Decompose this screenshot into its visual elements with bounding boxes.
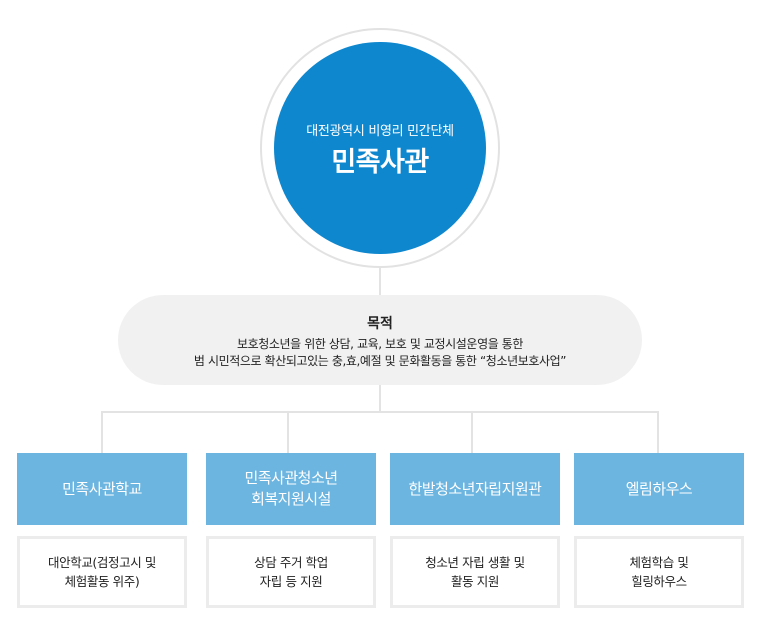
connector-branch-3 <box>471 411 473 453</box>
center-title: 민족사관 <box>331 147 429 178</box>
program-name-4: 엘림하우스 <box>625 479 693 498</box>
center-circle: 대전광역시 비영리 민간단체 민족사관 <box>274 42 486 254</box>
purpose-box: 목적 보호청소년을 위한 상담, 교육, 보호 및 교정시설운영을 통한 범 시… <box>118 295 642 385</box>
purpose-line-2: 범 시민적으로 확산되고있는 충,효,예절 및 문화활동을 통한 “청소년보호사… <box>193 354 567 368</box>
program-desc-3-line-1: 청소년 자립 생활 및 <box>425 555 525 570</box>
program-box-1: 민족사관학교 <box>17 453 187 525</box>
program-desc-4-line-1: 체험학습 및 <box>629 555 689 570</box>
connector-branch-2 <box>287 411 289 453</box>
program-name-1: 민족사관학교 <box>62 479 142 498</box>
connector-center-to-purpose <box>379 268 381 295</box>
program-desc-1: 대안학교(검정고시 및 체험활동 위주) <box>17 536 187 608</box>
center-subtitle: 대전광역시 비영리 민간단체 <box>306 124 454 139</box>
program-desc-2-line-2: 자립 등 지원 <box>259 574 323 589</box>
connector-branch-1 <box>101 411 103 453</box>
connector-branch-horizontal <box>102 411 658 413</box>
program-desc-4: 체험학습 및 힐링하우스 <box>574 536 744 608</box>
program-desc-3: 청소년 자립 생활 및 활동 지원 <box>390 536 560 608</box>
program-desc-1-line-1: 대안학교(검정고시 및 <box>48 555 156 570</box>
purpose-line-1: 보호청소년을 위한 상담, 교육, 보호 및 교정시설운영을 통한 <box>236 337 524 351</box>
connector-branch-4 <box>657 411 659 453</box>
program-desc-3-line-2: 활동 지원 <box>451 574 499 589</box>
program-name-2-line-1: 민족사관청소년 <box>244 469 338 487</box>
program-box-4: 엘림하우스 <box>574 453 744 525</box>
program-box-2: 민족사관청소년 회복지원시설 <box>206 453 376 525</box>
purpose-title: 목적 <box>367 316 393 332</box>
connector-purpose-to-branch <box>379 385 381 412</box>
program-desc-1-line-2: 체험활동 위주) <box>64 574 140 589</box>
program-name-3: 한밭청소년자립지원관 <box>408 479 542 498</box>
program-box-3: 한밭청소년자립지원관 <box>390 453 560 525</box>
program-desc-4-line-2: 힐링하우스 <box>631 574 687 589</box>
program-name-2-line-2: 회복지원시설 <box>251 490 331 508</box>
program-desc-2-line-1: 상담 주거 학업 <box>254 555 328 570</box>
program-desc-2: 상담 주거 학업 자립 등 지원 <box>206 536 376 608</box>
